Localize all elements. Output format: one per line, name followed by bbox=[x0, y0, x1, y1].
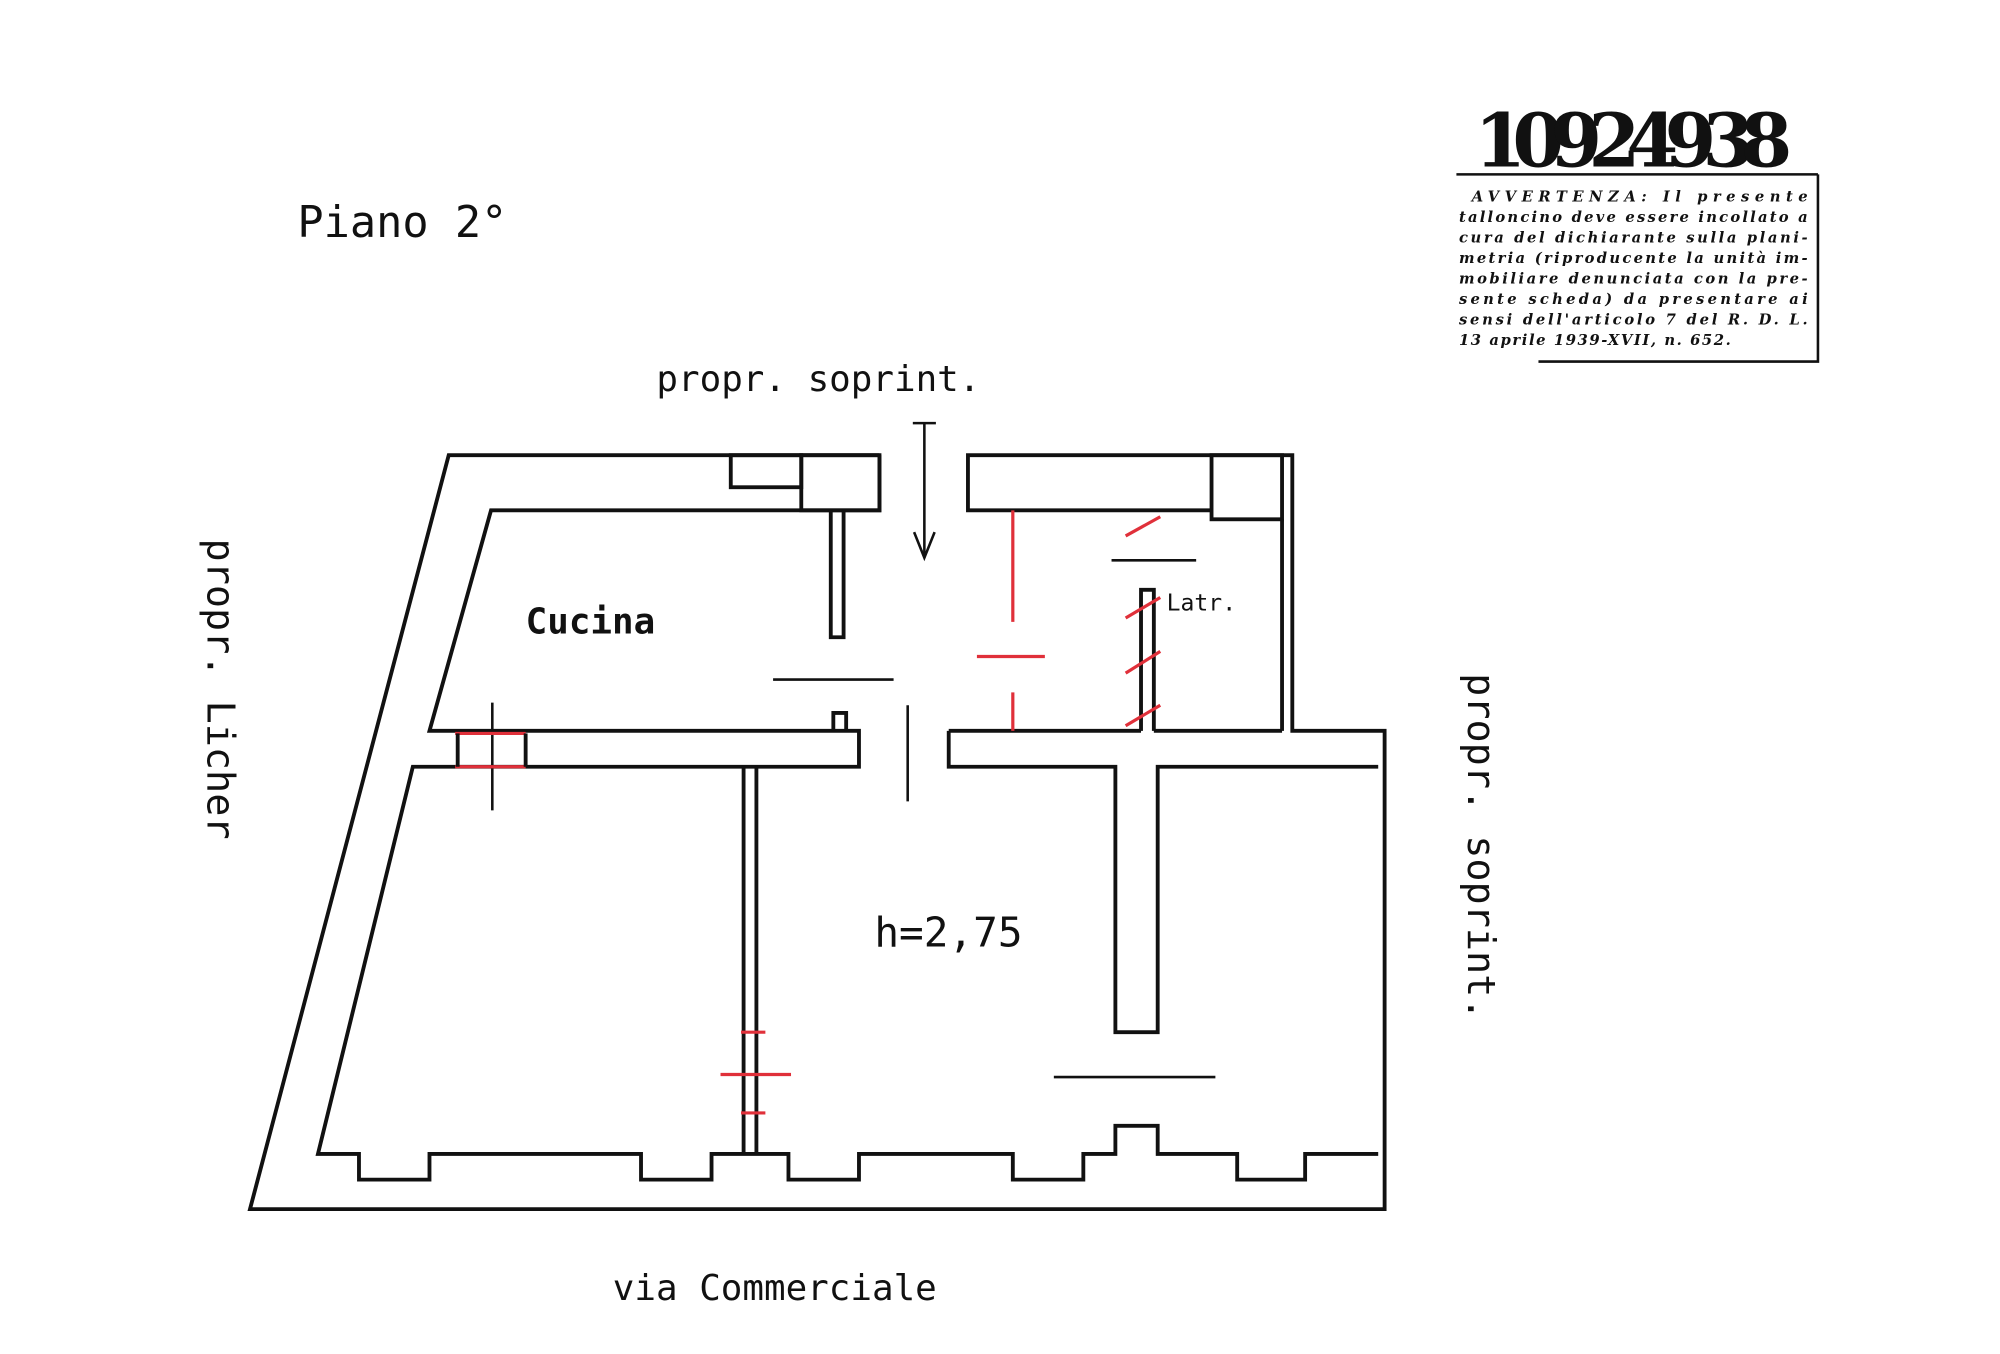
registry-stamp: 10924938 AVVERTENZA: Il presente tallonc… bbox=[1456, 97, 1820, 363]
toilet-label: Latr. bbox=[1167, 590, 1236, 616]
red-annotations bbox=[455, 510, 1162, 1115]
east-neighbor-label: propr. soprint. bbox=[1458, 673, 1503, 1020]
street-label: via Commerciale bbox=[613, 1268, 937, 1309]
entrance-arrow-icon bbox=[912, 421, 936, 562]
west-neighbor-label: propr. Licher bbox=[198, 539, 243, 840]
door-lines bbox=[491, 559, 1216, 1079]
kitchen-label: Cucina bbox=[526, 601, 656, 642]
svg-text:talloncino deve essere incolla: talloncino deve essere incollato a bbox=[1459, 209, 1808, 226]
svg-text:sensi dell'articolo 7 del R. D: sensi dell'articolo 7 del R. D. L. bbox=[1459, 311, 1808, 328]
stamp-number: 10924938 bbox=[1474, 97, 1792, 185]
svg-text:metria (riproducente la unità: metria (riproducente la unità im- bbox=[1459, 250, 1808, 267]
svg-text:cura del dichiarante sulla pla: cura del dichiarante sulla plani- bbox=[1459, 229, 1808, 246]
north-neighbor-label: propr. soprint. bbox=[656, 359, 980, 400]
floor-label: Piano 2° bbox=[297, 198, 507, 248]
ceiling-height-label: h=2,75 bbox=[874, 908, 1022, 956]
svg-text:AVVERTENZA: Il presente: AVVERTENZA: Il presente bbox=[1470, 188, 1808, 205]
svg-text:13 aprile 1939-XVII, n. 652.: 13 aprile 1939-XVII, n. 652. bbox=[1459, 332, 1731, 349]
svg-text:mobiliare denunciata con la pr: mobiliare denunciata con la pre- bbox=[1459, 270, 1808, 287]
svg-text:sente scheda) da presentare ai: sente scheda) da presentare ai bbox=[1459, 291, 1808, 308]
stamp-notice: AVVERTENZA: Il presente talloncino deve … bbox=[1459, 188, 1808, 349]
walls bbox=[247, 453, 1387, 1212]
